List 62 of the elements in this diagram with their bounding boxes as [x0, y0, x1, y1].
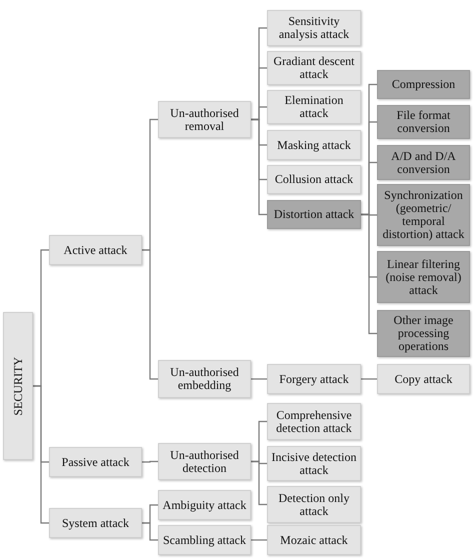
node-label: Compression [390, 78, 456, 91]
node-label: Elemination attack [284, 94, 344, 120]
node-label: Distortion attack [272, 208, 356, 221]
node-label: Passive attack [60, 456, 130, 468]
category-box [158, 525, 251, 555]
category-box [158, 360, 251, 398]
node-label: Collusion attack [274, 173, 354, 186]
node-label: SECURITY [12, 356, 24, 418]
node-label: Detection only attack [278, 492, 350, 518]
node-label: Gradiant descent attack [272, 55, 356, 81]
category-box [158, 101, 251, 138]
category-box [267, 364, 361, 394]
connector-line [361, 378, 377, 380]
connector-line [251, 460, 267, 506]
node-label: Forgery attack [278, 372, 350, 386]
node-label: Linear filtering (noise removal) attack [384, 258, 462, 296]
category-box [267, 130, 361, 160]
node-label: Un-authorised embedding [169, 366, 240, 392]
dark-category-box [377, 145, 470, 180]
connector-line [33, 385, 49, 524]
node-label: Scambling attack [162, 534, 247, 546]
node-label: System attack [61, 516, 130, 530]
dark-category-box [377, 105, 470, 139]
node-label: Masking attack [276, 138, 352, 152]
connector-line [251, 118, 267, 216]
category-box [267, 525, 361, 555]
connector-line [251, 378, 267, 380]
node-label: File format conversion [396, 109, 452, 135]
node-label: Incisive detection attack [270, 450, 358, 476]
node-label: Copy attack [394, 372, 454, 386]
category-box [49, 508, 142, 538]
connector-line [251, 539, 267, 541]
category-box [49, 447, 142, 477]
connector-line [361, 214, 377, 334]
node-label: Mozaic attack [279, 534, 349, 546]
node-label: Sensitivity analysis attack [278, 15, 350, 41]
category-box [267, 486, 361, 523]
connector-line [142, 460, 158, 463]
dark-category-box [267, 200, 361, 229]
category-box [49, 235, 142, 265]
category-box [3, 312, 33, 460]
node-label: Other image processing operations [392, 314, 454, 353]
node-label: Active attack [62, 244, 128, 256]
node-label: Un-authorised removal [169, 106, 240, 132]
category-box [267, 10, 361, 46]
dark-category-box [377, 310, 470, 357]
node-label: Synchronization (geometric/ temporal distortion) attack [382, 189, 466, 241]
category-box [267, 403, 361, 440]
category-box [377, 364, 470, 394]
connector-line [142, 522, 158, 541]
category-box [267, 90, 361, 124]
node-label: Comprehensive detection attack [275, 408, 353, 434]
category-box [267, 165, 361, 194]
category-box [158, 490, 251, 520]
dark-category-box [377, 251, 470, 303]
connector-line [142, 249, 158, 380]
node-label: Ambiguity attack [162, 498, 248, 512]
node-label: A/D and D/A conversion [390, 150, 457, 176]
category-box [158, 443, 251, 480]
dark-category-box [377, 70, 470, 99]
category-box [267, 51, 361, 85]
node-label: Un-authorised detection [169, 448, 240, 474]
